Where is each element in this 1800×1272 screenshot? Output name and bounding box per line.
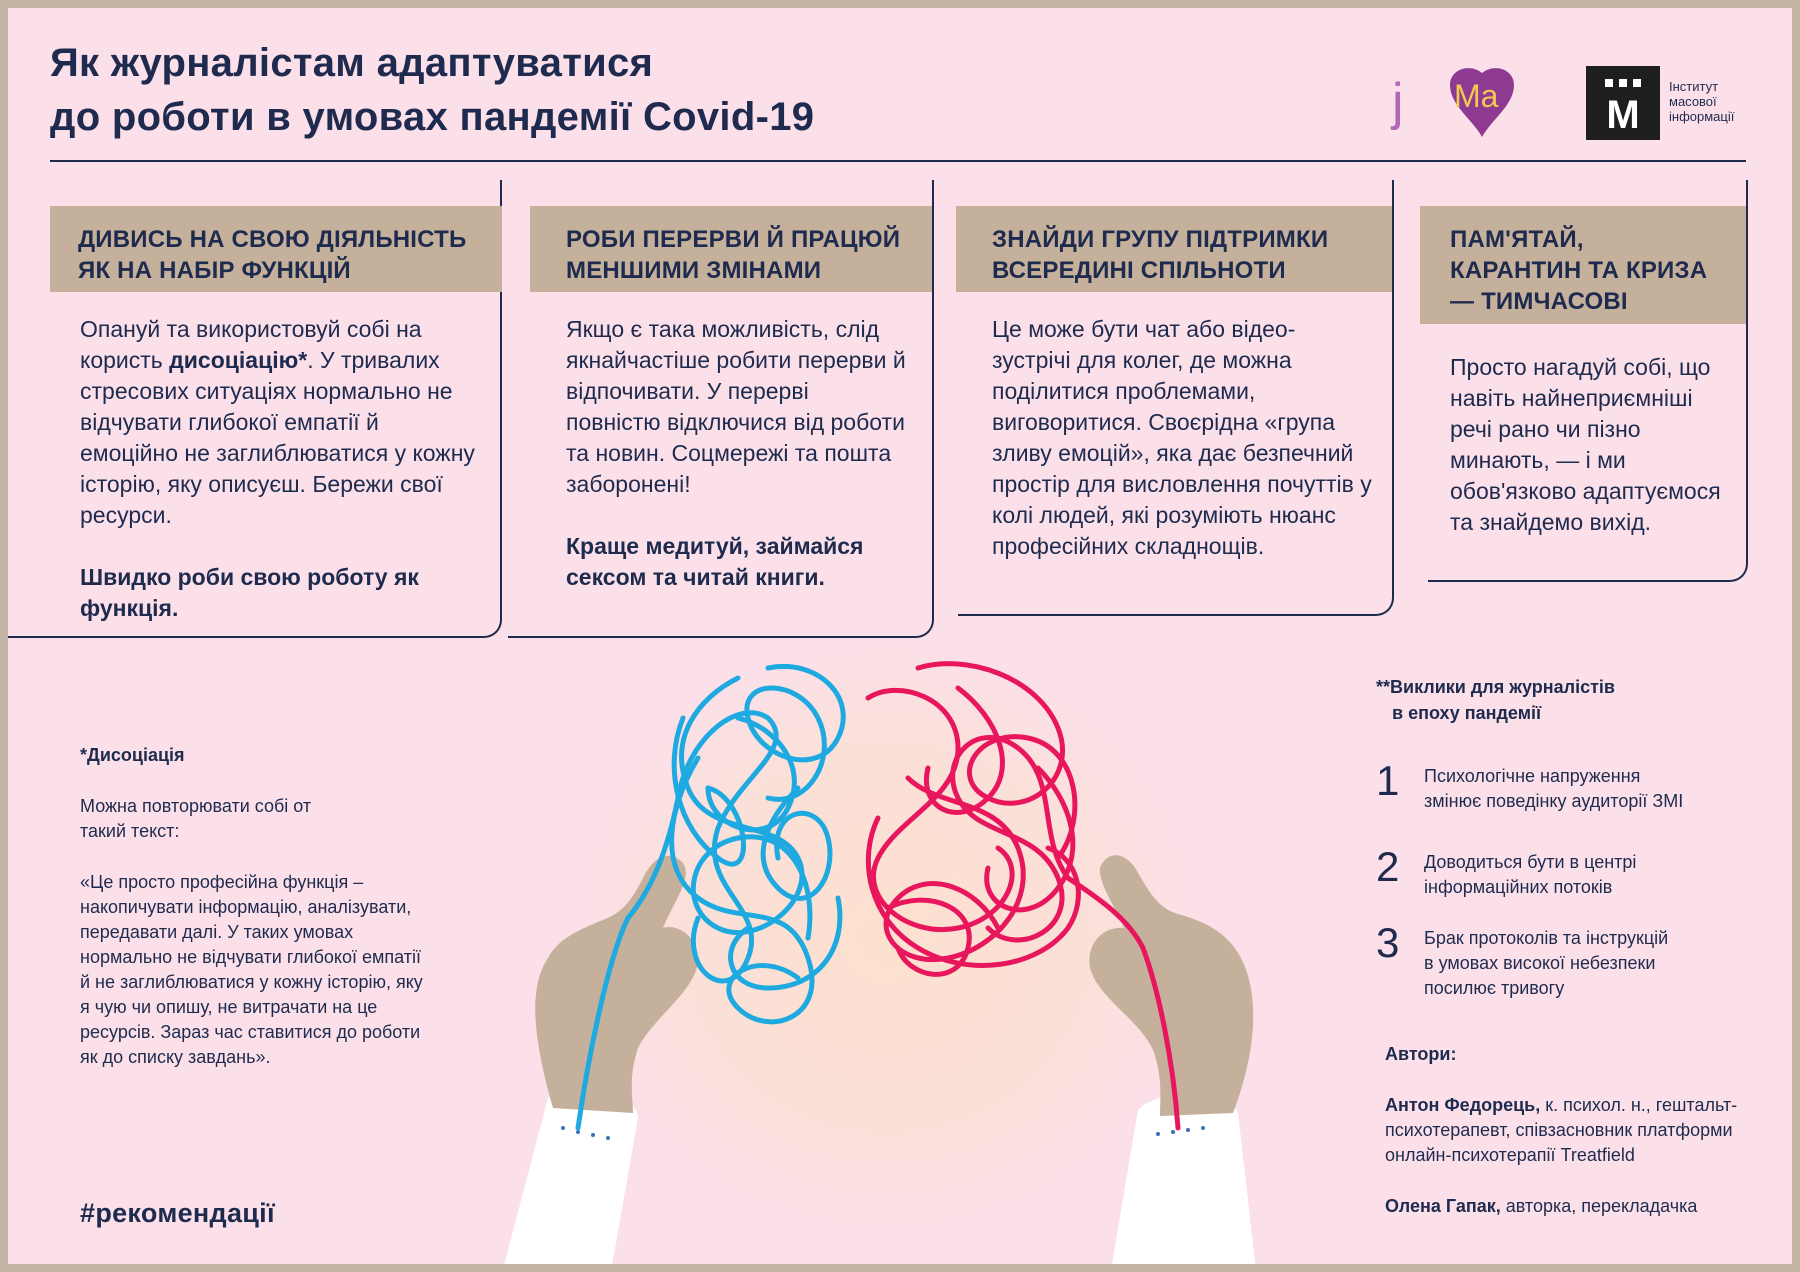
card-breaks — [508, 180, 934, 638]
card-text: Просто нагадуй собі, що навіть найнеприє… — [1450, 354, 1721, 535]
card-heading-line: — ТИМЧАСОВІ — [1450, 288, 1628, 315]
author-1: Антон Федорець, к. психол. н., гештальт-… — [1385, 1093, 1785, 1168]
card-temporary-heading: ПАМ'ЯТАЙ, КАРАНТИН ТА КРИЗА — ТИМЧАСОВІ — [1420, 206, 1746, 324]
challenge-line: змінює поведінку аудиторії ЗМІ — [1424, 791, 1684, 811]
card-heading-line: РОБИ ПЕРЕРВИ Й ПРАЦЮЙ — [566, 226, 901, 253]
card-functions — [8, 180, 502, 638]
title-line-2: до роботи в умовах пандемії Covid-19 — [50, 95, 815, 139]
card-heading-line: ДИВИСЬ НА СВОЮ ДІЯЛЬНІСТЬ — [78, 226, 467, 253]
challenge-number: 3 — [1376, 919, 1400, 966]
tangled-threads-illustration — [504, 661, 1256, 1264]
card-text: Опануй та використовуй собі на користь — [80, 316, 422, 373]
card-text: Якщо є така можливість, слід якнайчастіш… — [566, 316, 906, 497]
footnote-intro: Можна повторювати собі от такий текст: — [80, 796, 312, 841]
card-heading-line: ВСЕРЕДИНІ СПІЛЬНОТИ — [992, 257, 1286, 284]
jma-logo-ma: Ma — [1454, 78, 1499, 114]
card-temporary-body: Просто нагадуй собі, що навіть найнеприє… — [1450, 352, 1740, 538]
card-text: Це може бути чат або відео-зустрічі для … — [992, 316, 1372, 559]
footnote-heading: *Дисоціація — [80, 745, 185, 765]
right-hand — [1089, 855, 1254, 1116]
blue-thread — [575, 664, 846, 1131]
authors: Автори: Антон Федорець, к. психол. н., г… — [1385, 1042, 1785, 1219]
card-breaks-heading: РОБИ ПЕРЕРВИ Й ПРАЦЮЙ МЕНШИМИ ЗМІНАМИ — [530, 206, 932, 292]
infographic: Як журналістам адаптуватися до роботи в … — [8, 8, 1792, 1264]
challenges-title: **Виклики для журналістів в епоху пандем… — [1376, 674, 1615, 726]
challenge-number: 1 — [1376, 757, 1400, 804]
card-heading-line: ПАМ'ЯТАЙ, — [1450, 226, 1584, 253]
challenge-text: Доводиться бути в центрі інформаційних п… — [1424, 850, 1792, 900]
card-heading-line: МЕНШИМИ ЗМІНАМИ — [566, 257, 822, 284]
imi-text-line: масової — [1669, 94, 1717, 109]
hashtag: #рекомендації — [80, 1198, 275, 1228]
author-name: Антон Федорець, — [1385, 1095, 1541, 1115]
imi-text-line: інформації — [1669, 109, 1735, 124]
page-title: Як журналістам адаптуватися до роботи в … — [50, 36, 814, 144]
card-heading-line: ЯК НА НАБІР ФУНКЦІЙ — [78, 257, 351, 284]
card-breaks-body: Якщо є така можливість, слід якнайчастіш… — [566, 314, 906, 593]
imi-logo-letter: М — [1606, 93, 1639, 137]
challenges-title-line: в епоху пандемії — [1392, 703, 1542, 723]
right-sleeve — [1112, 1093, 1256, 1264]
author-2: Олена Гапак, авторка, перекладачка — [1385, 1194, 1785, 1219]
author-desc: к. психол. н., гештальт-психотерапевт, с… — [1385, 1095, 1738, 1165]
challenge-line: в умовах високої небезпеки — [1424, 953, 1656, 973]
author-name: Олена Гапак, — [1385, 1196, 1501, 1216]
card-text: . У тривалих стресових ситуаціях нормаль… — [80, 347, 475, 528]
footnote-quote: «Це просто професійна функція – накопичу… — [80, 872, 423, 1067]
jma-logo: j Ma — [1390, 68, 1514, 137]
challenge-line: Психологічне напруження — [1424, 766, 1641, 786]
authors-heading: Автори: — [1385, 1044, 1457, 1064]
challenge-line: Брак протоколів та інструкцій — [1424, 928, 1669, 948]
author-desc: авторка, перекладачка — [1500, 1196, 1698, 1216]
left-sleeve — [504, 1088, 638, 1264]
card-support-body: Це може бути чат або відео-зустрічі для … — [992, 314, 1372, 562]
left-hand — [535, 855, 699, 1113]
challenge-text: Брак протоколів та інструкцій в умовах в… — [1424, 926, 1792, 1001]
imi-text-line: Інститут — [1669, 79, 1719, 94]
card-temporary — [1428, 180, 1748, 582]
heart-icon — [1450, 68, 1514, 137]
card-heading-line: КАРАНТИН ТА КРИЗА — [1450, 257, 1708, 284]
red-thread — [865, 661, 1181, 1131]
card-text-bold: дисоціацію* — [169, 347, 308, 373]
jma-logo-j: j — [1390, 73, 1404, 131]
challenge-line: інформаційних потоків — [1424, 877, 1613, 897]
challenges-title-line: **Виклики для журналістів — [1376, 677, 1615, 697]
challenge-number: 2 — [1376, 843, 1400, 890]
challenge-line: посилює тривогу — [1424, 978, 1565, 998]
imi-logo: М — [1586, 66, 1660, 140]
card-tip: Швидко роби свою роботу як функція. — [80, 564, 419, 621]
card-heading-line: ЗНАЙДИ ГРУПУ ПІДТРИМКИ — [992, 226, 1329, 253]
imi-logo-text: Інститут масової інформації — [1669, 79, 1734, 124]
dissociation-footnote: *Дисоціація Можна повторювати собі от та… — [80, 743, 500, 1070]
card-functions-body: Опануй та використовуй собі на користь д… — [80, 314, 480, 624]
card-functions-heading: ДИВИСЬ НА СВОЮ ДІЯЛЬНІСТЬ ЯК НА НАБІР ФУ… — [50, 206, 502, 292]
card-support — [958, 180, 1394, 616]
card-support-heading: ЗНАЙДИ ГРУПУ ПІДТРИМКИ ВСЕРЕДИНІ СПІЛЬНО… — [956, 206, 1392, 292]
challenge-text: Психологічне напруження змінює поведінку… — [1424, 764, 1792, 814]
title-divider — [50, 160, 1746, 162]
challenge-line: Доводиться бути в центрі — [1424, 852, 1637, 872]
card-tip: Краще медитуй, займайся сексом та читай … — [566, 533, 864, 590]
title-line-1: Як журналістам адаптуватися — [50, 41, 654, 85]
